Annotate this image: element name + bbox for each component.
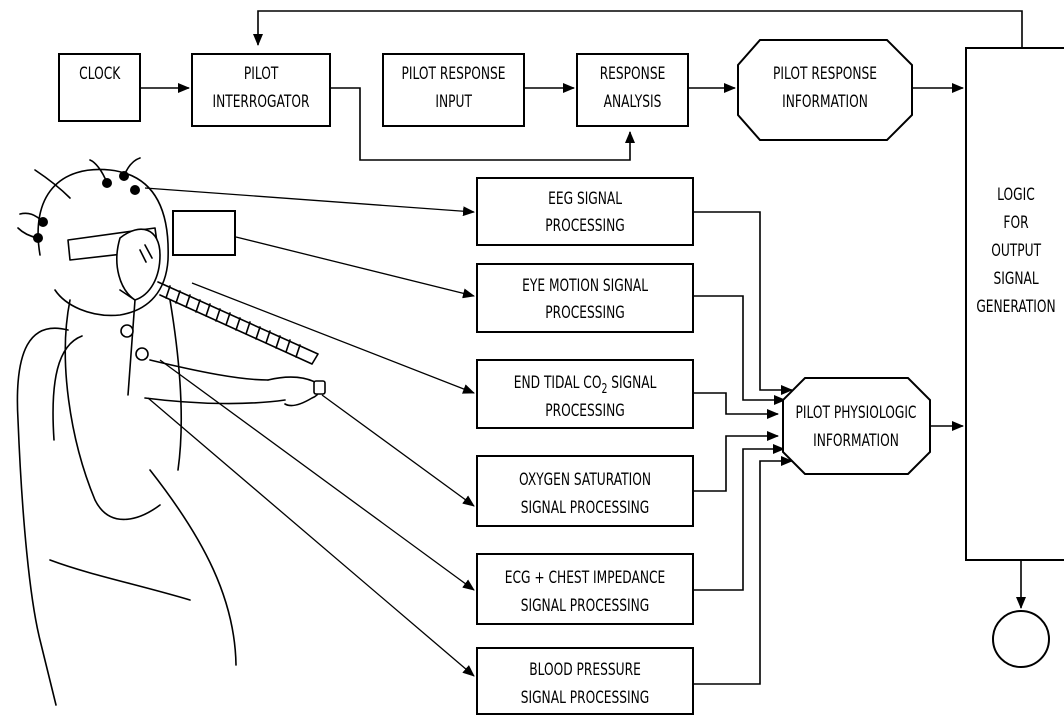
- eeg-to-physio-arrow: [693, 211, 793, 395]
- eye-motion-label-line1: EYE MOTION SIGNAL: [522, 276, 649, 296]
- co2-sensor-lead: [191, 282, 475, 394]
- jacket-seam: [119, 289, 136, 396]
- eeg-label-line1: EEG SIGNAL: [548, 189, 623, 209]
- oxygen-label-line2: SIGNAL PROCESSING: [521, 498, 650, 518]
- clock-label: CLOCK: [79, 64, 121, 84]
- eye-sensor-lead: [235, 236, 475, 299]
- co2-to-physio-arrow: [693, 392, 779, 419]
- finger-oximeter: [313, 380, 326, 395]
- logic-label-line1: LOGIC: [997, 185, 1035, 205]
- eye-motion-processing-block: EYE MOTION SIGNAL PROCESSING: [476, 263, 694, 333]
- hose-ribs: [165, 285, 301, 358]
- oxygen-to-physio-arrow: [693, 431, 779, 492]
- feedback-arrow: [253, 10, 1023, 48]
- response-analysis-label-line2: ANALYSIS: [604, 92, 662, 112]
- blood-pressure-processing-block: BLOOD PRESSURE SIGNAL PROCESSING: [476, 647, 694, 715]
- end-tidal-label-line2: PROCESSING: [545, 401, 625, 421]
- eeg-electrode-wires: [17, 157, 141, 239]
- oxygen-label-line1: OXYGEN SATURATION: [519, 470, 651, 490]
- output-terminal-circle: [992, 610, 1050, 668]
- response-information-label-line1: PILOT RESPONSE: [773, 64, 877, 84]
- logic-label-line2: FOR: [1003, 213, 1028, 233]
- oxygen-saturation-processing-block: OXYGEN SATURATION SIGNAL PROCESSING: [476, 455, 694, 527]
- end-tidal-co2-processing-block: END TIDAL CO2 SIGNAL PROCESSING: [476, 359, 694, 429]
- ecg-chest-impedance-processing-block: ECG + CHEST IMPEDANCE SIGNAL PROCESSING: [476, 553, 694, 625]
- eye-motion-sensor-box: [172, 210, 236, 256]
- upper-arm-bottom: [144, 397, 286, 405]
- clock-block: CLOCK: [58, 53, 141, 122]
- interrogator-label-line1: PILOT: [244, 64, 279, 84]
- ecg-label-line1: ECG + CHEST IMPEDANCE: [505, 568, 666, 588]
- pilot-physiologic-information-block: PILOT PHYSIOLOGIC INFORMATION: [782, 377, 931, 475]
- response-input-label-line1: PILOT RESPONSE: [402, 64, 506, 84]
- oxygen-mask: [116, 228, 161, 301]
- response-analysis-block: RESPONSE ANALYSIS: [576, 53, 689, 127]
- helmet-outline: [37, 168, 169, 317]
- eye-motion-label-line2: PROCESSING: [545, 303, 625, 323]
- chest-sensor-1: [120, 324, 134, 338]
- eeg-sensor-lead: [144, 187, 475, 217]
- pilot-response-information-block: PILOT RESPONSE INFORMATION: [737, 39, 913, 141]
- torso-back: [64, 299, 161, 521]
- eye-to-physio-arrow: [693, 295, 786, 405]
- eeg-electrode-wire-long: [34, 169, 71, 199]
- seat-front-edge: [149, 469, 237, 666]
- blood-pressure-label-line2: SIGNAL PROCESSING: [521, 688, 650, 708]
- eeg-processing-block: EEG SIGNAL PROCESSING: [476, 177, 694, 246]
- pilot-interrogator-block: PILOT INTERROGATOR: [191, 53, 331, 127]
- seat-back-inner: [52, 335, 83, 441]
- bp-sensor-lead: [147, 397, 475, 677]
- logic-label-line4: SIGNAL: [994, 269, 1040, 289]
- interrogator-label-line2: INTERROGATOR: [212, 92, 309, 112]
- eeg-electrode-3: [130, 185, 140, 195]
- bp-to-physio-arrow: [693, 456, 793, 685]
- seat-cushion: [49, 559, 191, 601]
- mask-highlight: [139, 244, 153, 263]
- physiologic-label-line1: PILOT PHYSIOLOGIC: [796, 403, 917, 423]
- response-information-label-line2: INFORMATION: [782, 92, 868, 112]
- ecg-label-line2: SIGNAL PROCESSING: [521, 596, 650, 616]
- upper-arm-top: [149, 359, 269, 381]
- blood-pressure-label-line1: BLOOD PRESSURE: [529, 660, 641, 680]
- interrogator-to-analysis-arrow: [330, 87, 635, 161]
- eeg-label-line2: PROCESSING: [545, 216, 625, 236]
- response-analysis-label-line1: RESPONSE: [600, 64, 666, 84]
- ecg-to-physio-arrow: [693, 444, 785, 591]
- pilot-figure: [16, 157, 326, 706]
- logic-label-line3: OUTPUT: [991, 241, 1042, 261]
- response-input-label-line2: INPUT: [435, 92, 472, 112]
- seat-back-outline: [16, 327, 69, 706]
- end-tidal-label-line1: END TIDAL CO2 SIGNAL: [514, 373, 657, 396]
- connector-lines: [140, 10, 1026, 685]
- chest-sensor-2: [135, 347, 149, 361]
- logic-label-line5: GENERATION: [976, 297, 1055, 317]
- pilot-response-input-block: PILOT RESPONSE INPUT: [382, 53, 525, 127]
- logic-output-block: LOGIC FOR OUTPUT SIGNAL GENERATION: [965, 47, 1064, 561]
- oxygen-sensor-lead: [321, 394, 475, 507]
- ecg-sensor-lead: [159, 359, 475, 591]
- torso-front: [169, 299, 183, 471]
- physiologic-label-line2: INFORMATION: [813, 431, 899, 451]
